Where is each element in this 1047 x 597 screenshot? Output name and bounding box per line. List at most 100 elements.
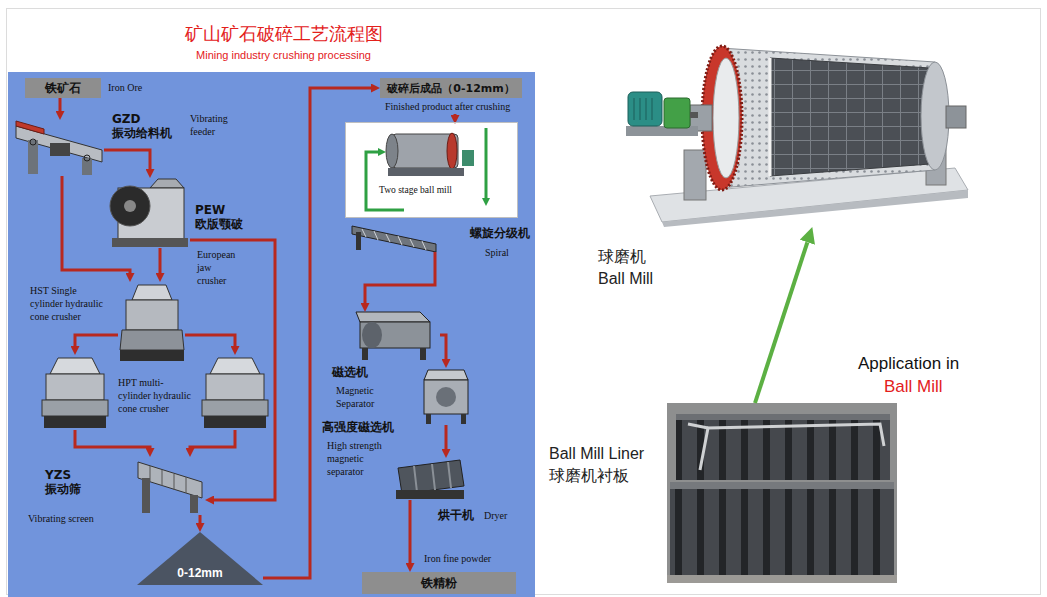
vibrating-feeder-picture bbox=[84, 155, 90, 161]
ball-mill-picture bbox=[690, 112, 698, 118]
flow-arrow bbox=[62, 176, 130, 273]
node-title: Two stage ball mill bbox=[379, 185, 479, 196]
magnetic-separator-picture bbox=[356, 312, 430, 322]
magnetic-separator-picture bbox=[362, 322, 382, 348]
node-caption: European jaw crusher bbox=[197, 248, 239, 287]
high-strength-magnetic-separator-picture bbox=[461, 414, 466, 424]
ball-mill-inset bbox=[345, 122, 518, 218]
ball-mill-liner-photo bbox=[676, 414, 890, 420]
node-title: 螺旋分级机 bbox=[470, 226, 532, 240]
diagram-title: 矿山矿石破碎工艺流程图 bbox=[20, 23, 547, 45]
flow-arrow bbox=[75, 335, 118, 346]
ball-mill-inset bbox=[392, 134, 458, 168]
application-note: Application in bbox=[858, 354, 988, 374]
node-title: 0-12mm bbox=[177, 566, 222, 580]
flow-arrow bbox=[365, 252, 435, 303]
vibrating-feeder-picture bbox=[50, 143, 70, 156]
ball-mill-picture bbox=[946, 106, 966, 128]
vibrating-screen-picture bbox=[190, 495, 198, 513]
ball-mill-liner-photo bbox=[667, 575, 897, 583]
ball-mill-liner-photo bbox=[700, 424, 884, 470]
ball-mill-liner-photo bbox=[670, 482, 894, 489]
node-title: 铁矿石 bbox=[45, 80, 81, 97]
node-title: HPT multi-cylinder hydraulic cone crushe… bbox=[118, 376, 196, 415]
node-title: 铁精粉 bbox=[421, 575, 457, 592]
single-cylinder-cone-crusher-picture bbox=[120, 350, 184, 361]
multi-cylinder-cone-crusher-picture bbox=[50, 358, 100, 374]
node-caption: Vibrating feeder bbox=[190, 112, 240, 138]
flow-arrow bbox=[440, 335, 446, 359]
flow-panel bbox=[8, 72, 535, 597]
node-caption: High strength magnetic separator bbox=[327, 439, 387, 478]
machine-node: 磁选机Magnetic Separator bbox=[352, 312, 440, 360]
spiral-classifier-picture bbox=[352, 226, 436, 252]
node-title: 球磨机 Ball Mill bbox=[598, 246, 670, 289]
subtitle: Mining industry crushing processing bbox=[20, 49, 547, 62]
flow-arrow bbox=[190, 240, 275, 500]
vibrating-screen-picture bbox=[150, 466, 186, 493]
magnetic-separator-picture bbox=[356, 312, 430, 360]
flow-arrow bbox=[190, 430, 235, 448]
equipment-picture: Ball Mill Liner 球磨机衬板 bbox=[667, 403, 897, 583]
product-note: Iron fine powder bbox=[424, 552, 514, 565]
flow-arrow bbox=[59, 98, 62, 111]
ball-mill-picture bbox=[921, 62, 949, 170]
machine-node: PEW 欧版颚破European jaw crusher bbox=[108, 178, 190, 248]
flow-arrow bbox=[409, 500, 412, 563]
dryer-picture bbox=[398, 460, 464, 494]
ball-mill-inset bbox=[388, 168, 464, 176]
high-strength-magnetic-separator-picture bbox=[426, 414, 431, 424]
ball-mill-picture bbox=[684, 150, 706, 200]
dryer-picture bbox=[396, 460, 464, 499]
flow-arrow bbox=[199, 515, 202, 523]
node-title: 烘干机 bbox=[438, 508, 478, 522]
ball-mill-picture bbox=[664, 98, 690, 128]
ball-mill-picture bbox=[720, 48, 935, 188]
ball-mill-picture bbox=[634, 98, 652, 120]
flow-arrow bbox=[75, 430, 150, 448]
ball-mill-picture bbox=[626, 46, 968, 227]
vibrating-feeder-picture bbox=[16, 121, 102, 175]
magnetic-separator-picture bbox=[420, 348, 426, 360]
dryer-picture bbox=[414, 462, 451, 492]
single-cylinder-cone-crusher-picture bbox=[126, 300, 178, 330]
node-caption: Dryer bbox=[484, 509, 524, 522]
product-pile: 0-12mm bbox=[137, 532, 263, 585]
pile-shape bbox=[137, 532, 263, 585]
node-title: Ball Mill Liner 球磨机衬板 bbox=[549, 443, 664, 486]
ball-mill-inset bbox=[447, 133, 457, 169]
inset-box: Two stage ball mill bbox=[345, 122, 518, 218]
dryer-picture bbox=[396, 490, 464, 499]
magnetic-separator-picture bbox=[362, 348, 368, 360]
ball-mill-liner-photo bbox=[688, 424, 708, 428]
node-title: 高强度磁选机 bbox=[322, 420, 402, 434]
spiral-classifier-picture bbox=[356, 232, 361, 250]
high-strength-magnetic-separator-picture bbox=[436, 387, 456, 407]
flow-arrow bbox=[445, 425, 448, 449]
single-cylinder-cone-crusher-picture bbox=[120, 330, 184, 350]
application-note: Ball Mill bbox=[884, 377, 974, 397]
jaw-crusher-picture bbox=[150, 179, 184, 188]
ball-mill-picture bbox=[769, 58, 772, 176]
vibrating-screen-picture bbox=[138, 462, 202, 513]
ball-mill-picture bbox=[770, 58, 930, 176]
ball-mill-liner-photo bbox=[667, 403, 897, 583]
single-cylinder-cone-crusher-picture bbox=[120, 285, 184, 361]
ball-mill-liner-photo bbox=[670, 489, 894, 575]
high-strength-magnetic-separator-picture bbox=[424, 370, 468, 424]
jaw-crusher-picture bbox=[110, 179, 188, 247]
node-title: GZD 振动给料机 bbox=[112, 112, 184, 141]
spiral-classifier-picture bbox=[352, 226, 436, 252]
label-box: 铁精粉 bbox=[362, 572, 516, 594]
machine-node: 高强度磁选机High strength magnetic separator bbox=[420, 368, 472, 425]
ball-mill-inset bbox=[386, 134, 398, 168]
flow-arrow bbox=[185, 335, 235, 346]
jaw-crusher-picture bbox=[110, 186, 150, 226]
node-title: 破碎后成品（0-12mm） bbox=[387, 81, 514, 96]
node-title: HST Single cylinder hydraulic cone crush… bbox=[30, 284, 108, 323]
magnetic-separator-picture bbox=[360, 322, 430, 348]
node-caption: Vibrating screen bbox=[28, 512, 132, 525]
multi-cylinder-cone-crusher-picture bbox=[44, 416, 106, 428]
